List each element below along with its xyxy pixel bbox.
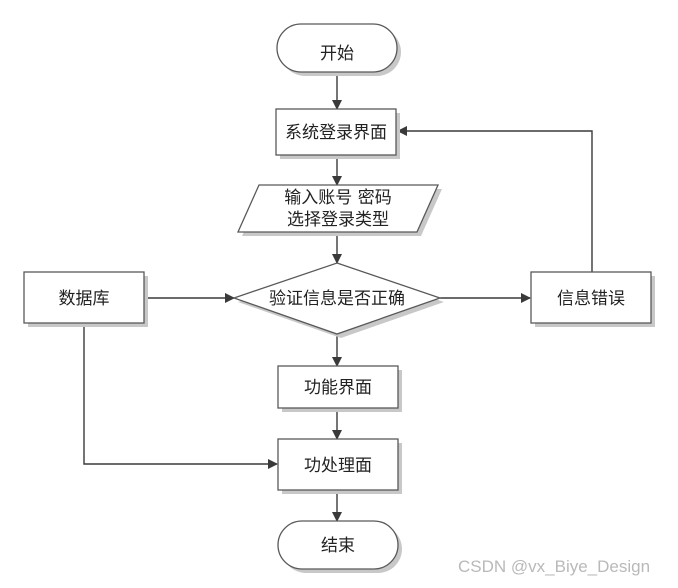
input-label-line2: 选择登录类型 xyxy=(287,210,389,230)
watermark-text: CSDN @vx_Biye_Design xyxy=(458,557,651,576)
database-node: 数据库 xyxy=(23,271,148,327)
error-node: 信息错误 xyxy=(530,271,655,327)
end-label: 结束 xyxy=(321,536,355,556)
database-label: 数据库 xyxy=(59,289,110,309)
edge-error-to-login xyxy=(397,126,593,272)
process-node: 功处理面 xyxy=(277,438,402,494)
end-node: 结束 xyxy=(277,520,402,573)
input-label-line1: 输入账号 密码 xyxy=(284,188,391,208)
error-label: 信息错误 xyxy=(557,289,625,309)
login-node: 系统登录界面 xyxy=(275,108,400,159)
start-label: 开始 xyxy=(320,44,354,64)
process-label: 功处理面 xyxy=(304,456,372,476)
verify-decision-node: 验证信息是否正确 xyxy=(232,262,444,338)
start-node: 开始 xyxy=(276,23,401,76)
function-label: 功能界面 xyxy=(304,378,372,398)
function-node: 功能界面 xyxy=(277,365,402,412)
edge-database-to-process xyxy=(83,324,278,469)
verify-label: 验证信息是否正确 xyxy=(269,289,405,309)
login-label: 系统登录界面 xyxy=(285,123,387,143)
input-node: 输入账号 密码 选择登录类型 xyxy=(236,184,442,236)
